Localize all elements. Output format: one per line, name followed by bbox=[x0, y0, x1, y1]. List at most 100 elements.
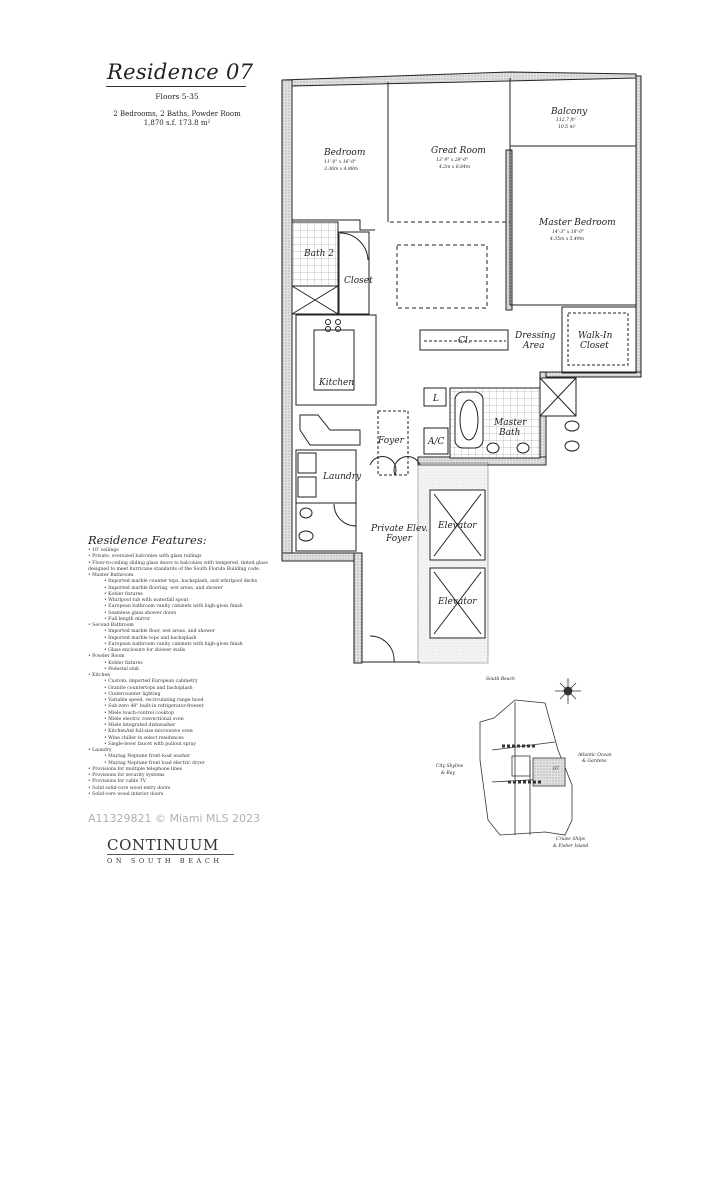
feature-item: • Imported marble flooring, wet areas, a… bbox=[104, 585, 223, 591]
keyplan-south-label-1: Cruise Ships bbox=[556, 836, 586, 842]
bedroom-label: Bedroom bbox=[323, 148, 365, 158]
feature-item: • Kohler fixtures bbox=[104, 591, 143, 597]
kitchen-island bbox=[313, 329, 355, 391]
feature-item: • Solid solid-core wood entry doors bbox=[88, 785, 171, 791]
feature-item: • European bathroom vanity cabinets with… bbox=[104, 604, 243, 610]
feature-item: • Provisions for security systems bbox=[88, 773, 165, 778]
rooms-summary: 2 Bedrooms, 2 Baths, Powder Room bbox=[113, 110, 241, 118]
kitchen-label: Kitchen bbox=[318, 378, 354, 388]
feature-item: • Maytag Neptune front load electric dry… bbox=[104, 760, 205, 766]
bedroom-walls bbox=[292, 82, 389, 231]
keyplan-east-label-1: Atlantic Ocean bbox=[577, 752, 612, 758]
exterior-wall bbox=[353, 552, 363, 664]
feature-item: • Custom, imported European cabinetry bbox=[104, 679, 198, 685]
great-room-balcony-wall bbox=[509, 78, 636, 150]
keyplan-north-label: South Beach bbox=[486, 676, 515, 682]
ac-label: A/C bbox=[427, 437, 445, 447]
feature-item: • Second Bathroom bbox=[88, 623, 134, 628]
feature-item: • Glass enclosure for shower stalls bbox=[104, 648, 186, 653]
exterior-wall bbox=[635, 75, 642, 377]
keyplan-unit-label: 07 bbox=[553, 766, 559, 772]
bath-2-label: Bath 2 bbox=[303, 249, 334, 259]
feature-item: • Undercounter lighting bbox=[104, 691, 161, 697]
feature-item: • Laundry bbox=[88, 748, 112, 753]
feature-item: • Seamless glass shower doors bbox=[104, 610, 177, 616]
mls-watermark: A11329821 © Miami MLS 2023 bbox=[88, 812, 261, 825]
exterior-wall bbox=[281, 552, 363, 562]
walk-in-closet-label-2: Closet bbox=[580, 341, 609, 351]
main-door bbox=[362, 635, 420, 663]
floors-range: Floors 5-35 bbox=[155, 92, 199, 101]
feature-item: • Whirlpool tub with waterfall spout bbox=[104, 598, 189, 603]
great-room-dim-ft: 13'-9" x 29'-0" bbox=[436, 157, 468, 163]
feature-item: • Powder Room bbox=[88, 654, 125, 660]
coat-closet-label: Cl. bbox=[458, 336, 471, 346]
entry-doors bbox=[369, 456, 421, 476]
foyer-rug bbox=[377, 410, 409, 476]
feature-item: • Master Bathroom bbox=[88, 573, 134, 578]
continuum-logo: CONTINUUM bbox=[107, 836, 219, 854]
ac-closet bbox=[423, 427, 449, 455]
feature-item: • Maytag Neptune front-load washer bbox=[104, 754, 191, 760]
key-plan bbox=[479, 678, 581, 836]
feature-item: • Floor-to-ceiling sliding glass doors t… bbox=[88, 560, 268, 566]
elevator-1-label: Elevator bbox=[437, 521, 477, 531]
bedroom-dim-ft: 11'-0" x 16'-0" bbox=[324, 159, 356, 165]
bath-2-shower bbox=[291, 285, 339, 315]
feature-item: • European bathroom vanity cabinets with… bbox=[104, 641, 243, 647]
feature-item: • Wine chiller in select residences bbox=[104, 735, 184, 741]
building-outline bbox=[479, 699, 573, 836]
master-bedroom-wall bbox=[509, 150, 636, 306]
keyplan-west-label-1: City Skyline bbox=[436, 763, 464, 769]
feature-item: • Sub-zero 48" built-in refrigerator-fre… bbox=[104, 704, 204, 710]
features-list: • 10' ceilings• Private, oversized balco… bbox=[88, 548, 278, 798]
exterior-wall bbox=[281, 79, 293, 559]
closet-label: Closet bbox=[344, 276, 373, 286]
master-bath-label-1: Master bbox=[493, 418, 527, 428]
feature-item: • Kohler fixtures bbox=[104, 660, 143, 666]
balcony-area-ft: 112.7 ft² bbox=[556, 117, 576, 123]
foyer-label: Foyer bbox=[377, 436, 405, 446]
keyplan-south-label-2: & Fisher Island bbox=[553, 843, 589, 849]
linen-closet bbox=[423, 387, 447, 407]
master-bath-label-2: Bath bbox=[498, 428, 520, 438]
compass-icon bbox=[555, 678, 581, 704]
continuum-logo-subtitle: ON SOUTH BEACH bbox=[107, 857, 223, 865]
feature-item: • Granite countertops and backsplash bbox=[104, 685, 193, 691]
walk-in-closet-label-1: Walk-In bbox=[578, 331, 613, 341]
feature-item: • Imported marble tops and backsplash bbox=[104, 635, 197, 641]
feature-item: • Provisions for multiple telephone line… bbox=[88, 766, 182, 772]
private-elevator-foyer-label-2: Foyer bbox=[385, 534, 413, 544]
dressing-area-label-2: Area bbox=[522, 341, 545, 351]
coat-closet bbox=[419, 329, 509, 351]
feature-item: • KitchenAid full-size microwave oven bbox=[104, 729, 193, 735]
feature-item: • 10' ceilings bbox=[88, 548, 119, 553]
powder-room bbox=[295, 502, 357, 552]
title-divider bbox=[106, 86, 246, 87]
unit-07-highlight bbox=[532, 757, 566, 787]
feature-item: • Imported marble counter tops, backspla… bbox=[104, 579, 258, 585]
kitchen-counter bbox=[295, 314, 377, 406]
unit-area: 1,870 s.f. 173.8 m² bbox=[143, 119, 211, 127]
linen-label: L bbox=[432, 394, 439, 404]
feature-item: • Pedestal sink bbox=[104, 666, 139, 672]
feature-item: • Private, oversized balconies with glas… bbox=[88, 554, 202, 560]
feature-item: • Miele integrated dishwasher bbox=[104, 723, 176, 728]
feature-item: • Miele touch-control cooktop bbox=[104, 710, 174, 716]
great-room-dim-m: 4.2m x 8.84m bbox=[438, 164, 470, 170]
balcony-area-m: 10.5 m² bbox=[558, 124, 576, 130]
master-bedroom-label: Master Bedroom bbox=[538, 218, 616, 228]
feature-item: designed to meet hurricane standards of … bbox=[88, 566, 261, 572]
keyplan-east-label-2: & Gardens bbox=[582, 758, 607, 764]
exterior-wall bbox=[505, 149, 513, 311]
logo-divider bbox=[107, 854, 234, 855]
residence-title: Residence 07 bbox=[107, 60, 254, 84]
private-elevator-foyer-label-1: Private Elev. bbox=[370, 524, 428, 534]
features-title: Residence Features: bbox=[88, 533, 207, 547]
closet bbox=[338, 231, 370, 315]
dressing-area-label-1: Dressing bbox=[514, 331, 556, 341]
walk-in-closet-shelving bbox=[567, 312, 629, 366]
master-bedroom-dim-m: 4.35m x 5.49m bbox=[549, 236, 584, 242]
laundry-label: Laundry bbox=[322, 472, 362, 482]
